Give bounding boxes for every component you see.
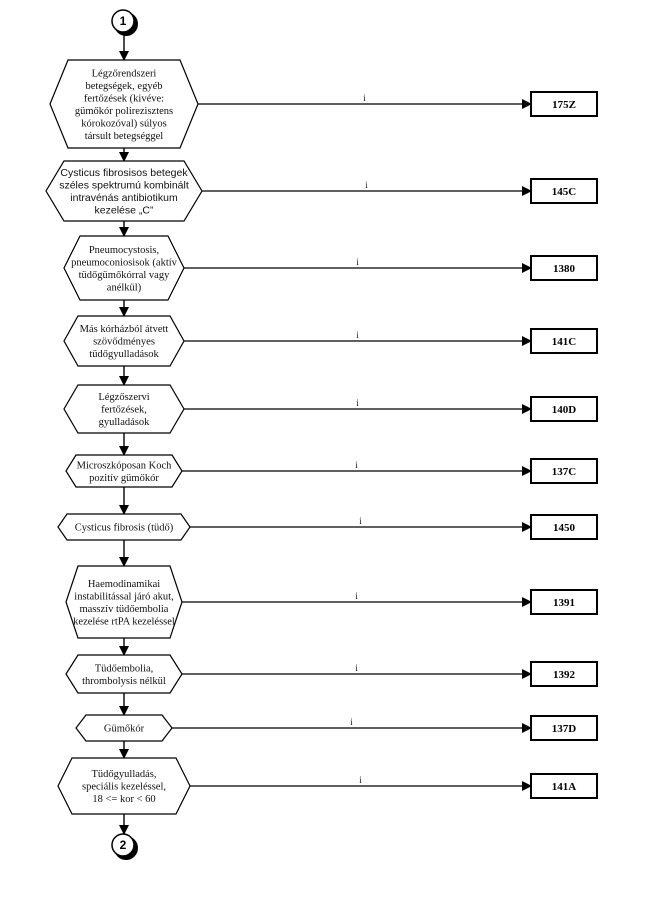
decision-label-line: instabilitással járó akut, bbox=[74, 591, 173, 602]
result-code: 1380 bbox=[553, 263, 576, 275]
decision-label-line: Cysticus fibrosis (tüdő) bbox=[75, 523, 174, 534]
result-code-box bbox=[530, 328, 598, 354]
end-connector-label: 2 bbox=[120, 838, 127, 852]
result-code: 137C bbox=[552, 466, 577, 478]
decision-label-line: Tüdőembolia, bbox=[95, 663, 154, 674]
result-code-box bbox=[530, 91, 598, 117]
decision-node bbox=[75, 714, 173, 742]
result-code: 1392 bbox=[553, 669, 576, 681]
decision-label-line: pozitív gümőkór bbox=[89, 473, 159, 484]
decision-label-line: intravénás antibiotikum bbox=[70, 192, 178, 204]
result-code-box bbox=[530, 773, 598, 799]
decision-label-line: Légzőszervi bbox=[98, 392, 149, 403]
decision-node bbox=[63, 235, 185, 301]
decision-label-line: gyulladások bbox=[99, 417, 150, 428]
decision-label-line: tüdőgümőkórral vagy bbox=[79, 270, 170, 281]
result-code-box bbox=[530, 514, 598, 540]
yes-branch-label: i bbox=[350, 717, 353, 727]
result-code-box bbox=[530, 178, 598, 204]
decision-node bbox=[57, 513, 191, 541]
yes-branch-label: i bbox=[356, 330, 359, 340]
decision-label-line: Pneumocystosis, bbox=[89, 245, 159, 256]
result-code: 1450 bbox=[553, 522, 576, 534]
yes-branch-label: i bbox=[359, 775, 362, 785]
decision-label-line: pneumoconiosisok (aktív bbox=[71, 257, 178, 268]
yes-branch-label: i bbox=[359, 516, 362, 526]
decision-label-line: kezelése „C” bbox=[95, 204, 154, 216]
result-code-box bbox=[530, 661, 598, 687]
decision-label-line: Microszkóposan Koch bbox=[77, 460, 173, 471]
end-connector bbox=[111, 833, 135, 857]
decision-label-line: 18 <= kor < 60 bbox=[92, 794, 155, 805]
yes-branch-label: i bbox=[355, 591, 358, 601]
yes-branch-label: i bbox=[356, 257, 359, 267]
decision-label-line: gümőkór polirezisztens bbox=[75, 106, 173, 117]
decision-node bbox=[65, 654, 183, 694]
decision-node bbox=[65, 454, 183, 488]
decision-label-line: Más kórházból átvett bbox=[80, 324, 169, 335]
result-code: 140D bbox=[552, 404, 577, 416]
result-code-box bbox=[530, 458, 598, 484]
decision-label-line: tüdőgyulladások bbox=[89, 349, 159, 360]
result-code: 141A bbox=[552, 781, 577, 793]
decision-label-line: anélkül) bbox=[107, 282, 142, 293]
decision-label-line: Gümőkór bbox=[104, 724, 145, 735]
decision-label-line: Tüdőgyulladás, bbox=[91, 769, 156, 780]
decision-node bbox=[63, 384, 185, 434]
yes-branch-label: i bbox=[355, 663, 358, 673]
decision-label-line: szövődményes bbox=[93, 337, 155, 348]
decision-label-line: betegségek, egyéb bbox=[86, 81, 163, 92]
decision-node bbox=[57, 757, 191, 815]
result-code-box bbox=[530, 255, 598, 281]
decision-node bbox=[65, 565, 183, 639]
result-code: 1391 bbox=[553, 597, 575, 609]
result-code: 145C bbox=[552, 186, 577, 198]
yes-branch-label: i bbox=[356, 398, 359, 408]
decision-node bbox=[45, 160, 203, 222]
result-code-box bbox=[530, 589, 598, 615]
result-code-box bbox=[530, 396, 598, 422]
decision-label-line: társult betegséggel bbox=[85, 131, 164, 142]
result-code: 175Z bbox=[552, 99, 576, 111]
decision-label-line: speciális kezeléssel, bbox=[82, 782, 166, 793]
decision-label-line: fertőzések (kivéve: bbox=[84, 93, 164, 104]
result-code-box bbox=[530, 715, 598, 741]
yes-branch-label: i bbox=[365, 180, 368, 190]
yes-branch-label: i bbox=[363, 93, 366, 103]
decision-label-line: Légzőrendszeri bbox=[92, 68, 157, 79]
result-code: 141C bbox=[552, 336, 577, 348]
decision-label-line: masszív tüdőembolia bbox=[80, 604, 169, 615]
decision-label-line: thrombolysis nélkül bbox=[82, 676, 166, 687]
decision-node bbox=[49, 59, 199, 149]
decision-label-line: Haemodinamikai bbox=[88, 579, 160, 590]
decision-label-line: kezelése rtPA kezeléssel bbox=[73, 616, 175, 627]
decision-label-line: fertőzések, bbox=[101, 405, 147, 416]
start-connector bbox=[111, 9, 135, 33]
decision-label-line: széles spektrumú kombinált bbox=[59, 179, 189, 191]
start-connector-label: 1 bbox=[120, 14, 127, 28]
decision-label-line: Cysticus fibrosisos betegek bbox=[60, 167, 188, 179]
yes-branch-label: i bbox=[355, 460, 358, 470]
result-code: 137D bbox=[552, 723, 577, 735]
decision-label-line: kórokozóval) súlyos bbox=[81, 118, 166, 129]
decision-node bbox=[63, 315, 185, 367]
